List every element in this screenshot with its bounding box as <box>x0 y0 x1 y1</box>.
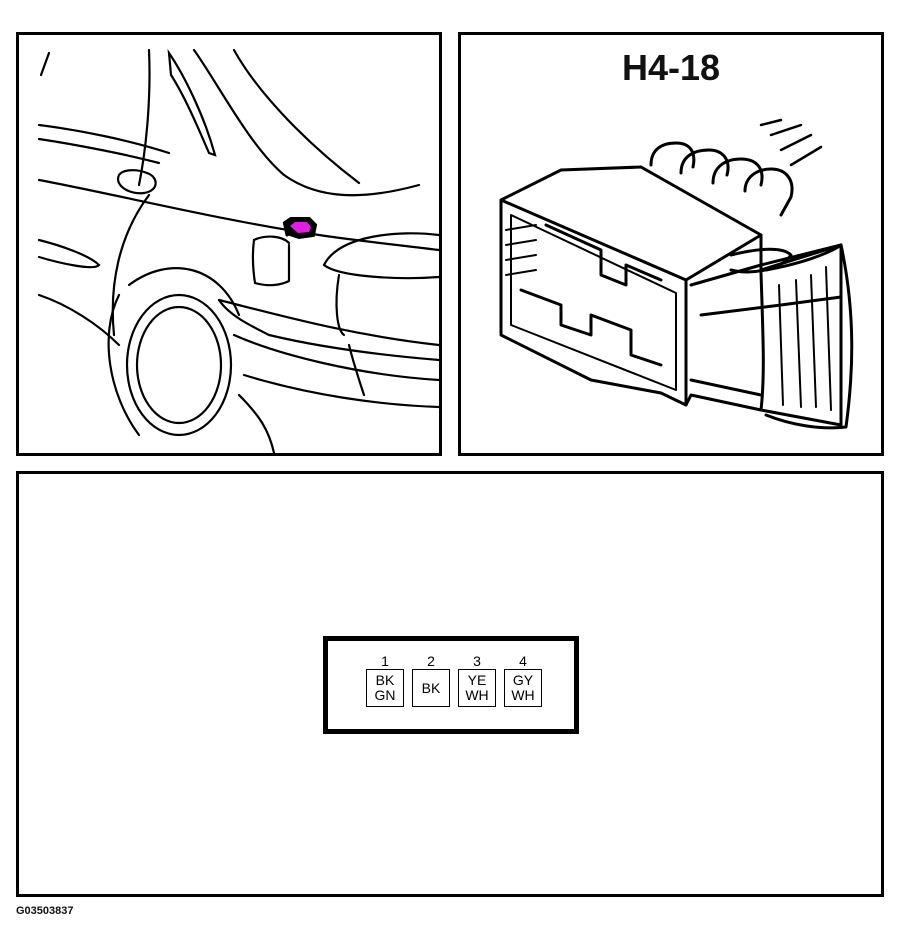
connector-location-panel <box>16 32 442 456</box>
connector-illustration <box>499 118 854 430</box>
connector-face-panel: 1 BK GN 2 BK 3 YE WH 4 GY WH <box>16 471 884 897</box>
pin-1: 1 BK GN <box>366 653 404 707</box>
pin-wire-color: YE WH <box>458 669 496 707</box>
pin-wire-color: GY WH <box>504 669 542 707</box>
connector-highlight-marker <box>290 222 311 233</box>
pin-number: 4 <box>519 653 527 669</box>
pin-wire-color: BK <box>412 669 450 707</box>
connector-view-panel: H4-18 <box>458 32 884 456</box>
pin-number: 1 <box>381 653 389 669</box>
pin-3: 3 YE WH <box>458 653 496 707</box>
figure-code: G03503837 <box>16 905 74 917</box>
connector-id-title: H4-18 <box>621 47 721 88</box>
vehicle-illustration <box>37 48 439 453</box>
pin-number: 3 <box>473 653 481 669</box>
pin-2: 2 BK <box>412 653 450 707</box>
connector-face: 1 BK GN 2 BK 3 YE WH 4 GY WH <box>323 636 579 734</box>
pin-4: 4 GY WH <box>504 653 542 707</box>
pin-number: 2 <box>427 653 435 669</box>
pin-wire-color: BK GN <box>366 669 404 707</box>
